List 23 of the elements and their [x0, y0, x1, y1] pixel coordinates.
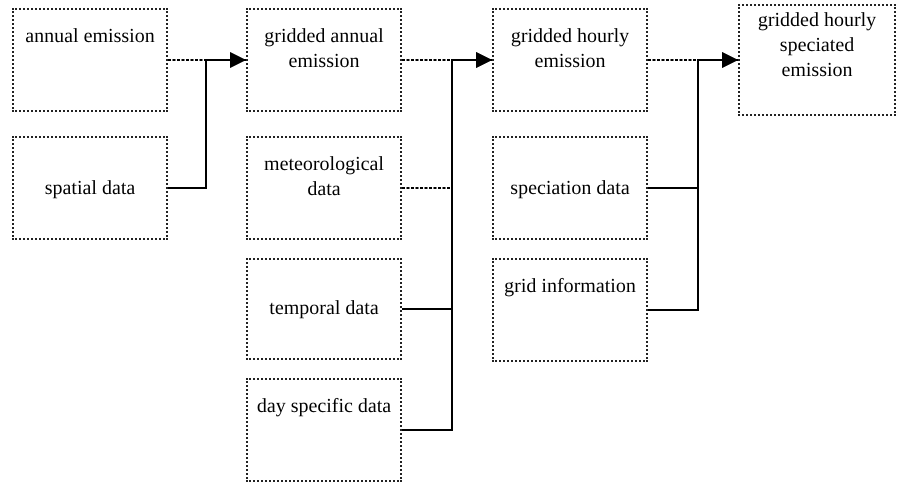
- process-box: [492, 258, 648, 362]
- box-label: gridded annual emission: [263, 24, 385, 74]
- box-label: spatial data: [44, 176, 136, 201]
- process-box: [12, 8, 168, 112]
- process-box: [246, 378, 402, 482]
- arrow: [648, 52, 738, 311]
- process-box: [492, 8, 648, 112]
- box-label: annual emission: [24, 24, 156, 49]
- process-box: [12, 136, 168, 240]
- box-label: meteorological data: [263, 152, 385, 202]
- process-box: [246, 136, 402, 240]
- arrow: [168, 52, 246, 189]
- process-box: [246, 8, 402, 112]
- process-box: [738, 4, 896, 116]
- box-label: temporal data: [268, 296, 380, 321]
- process-box: [246, 258, 402, 360]
- process-box: [492, 136, 648, 240]
- arrow: [402, 52, 492, 431]
- box-label: day specific data: [256, 394, 392, 419]
- box-label: gridded hourly emission: [510, 24, 630, 74]
- box-label: speciation data: [509, 176, 631, 201]
- box-label: grid information: [503, 274, 637, 299]
- box-label: gridded hourly speciated emission: [756, 8, 878, 83]
